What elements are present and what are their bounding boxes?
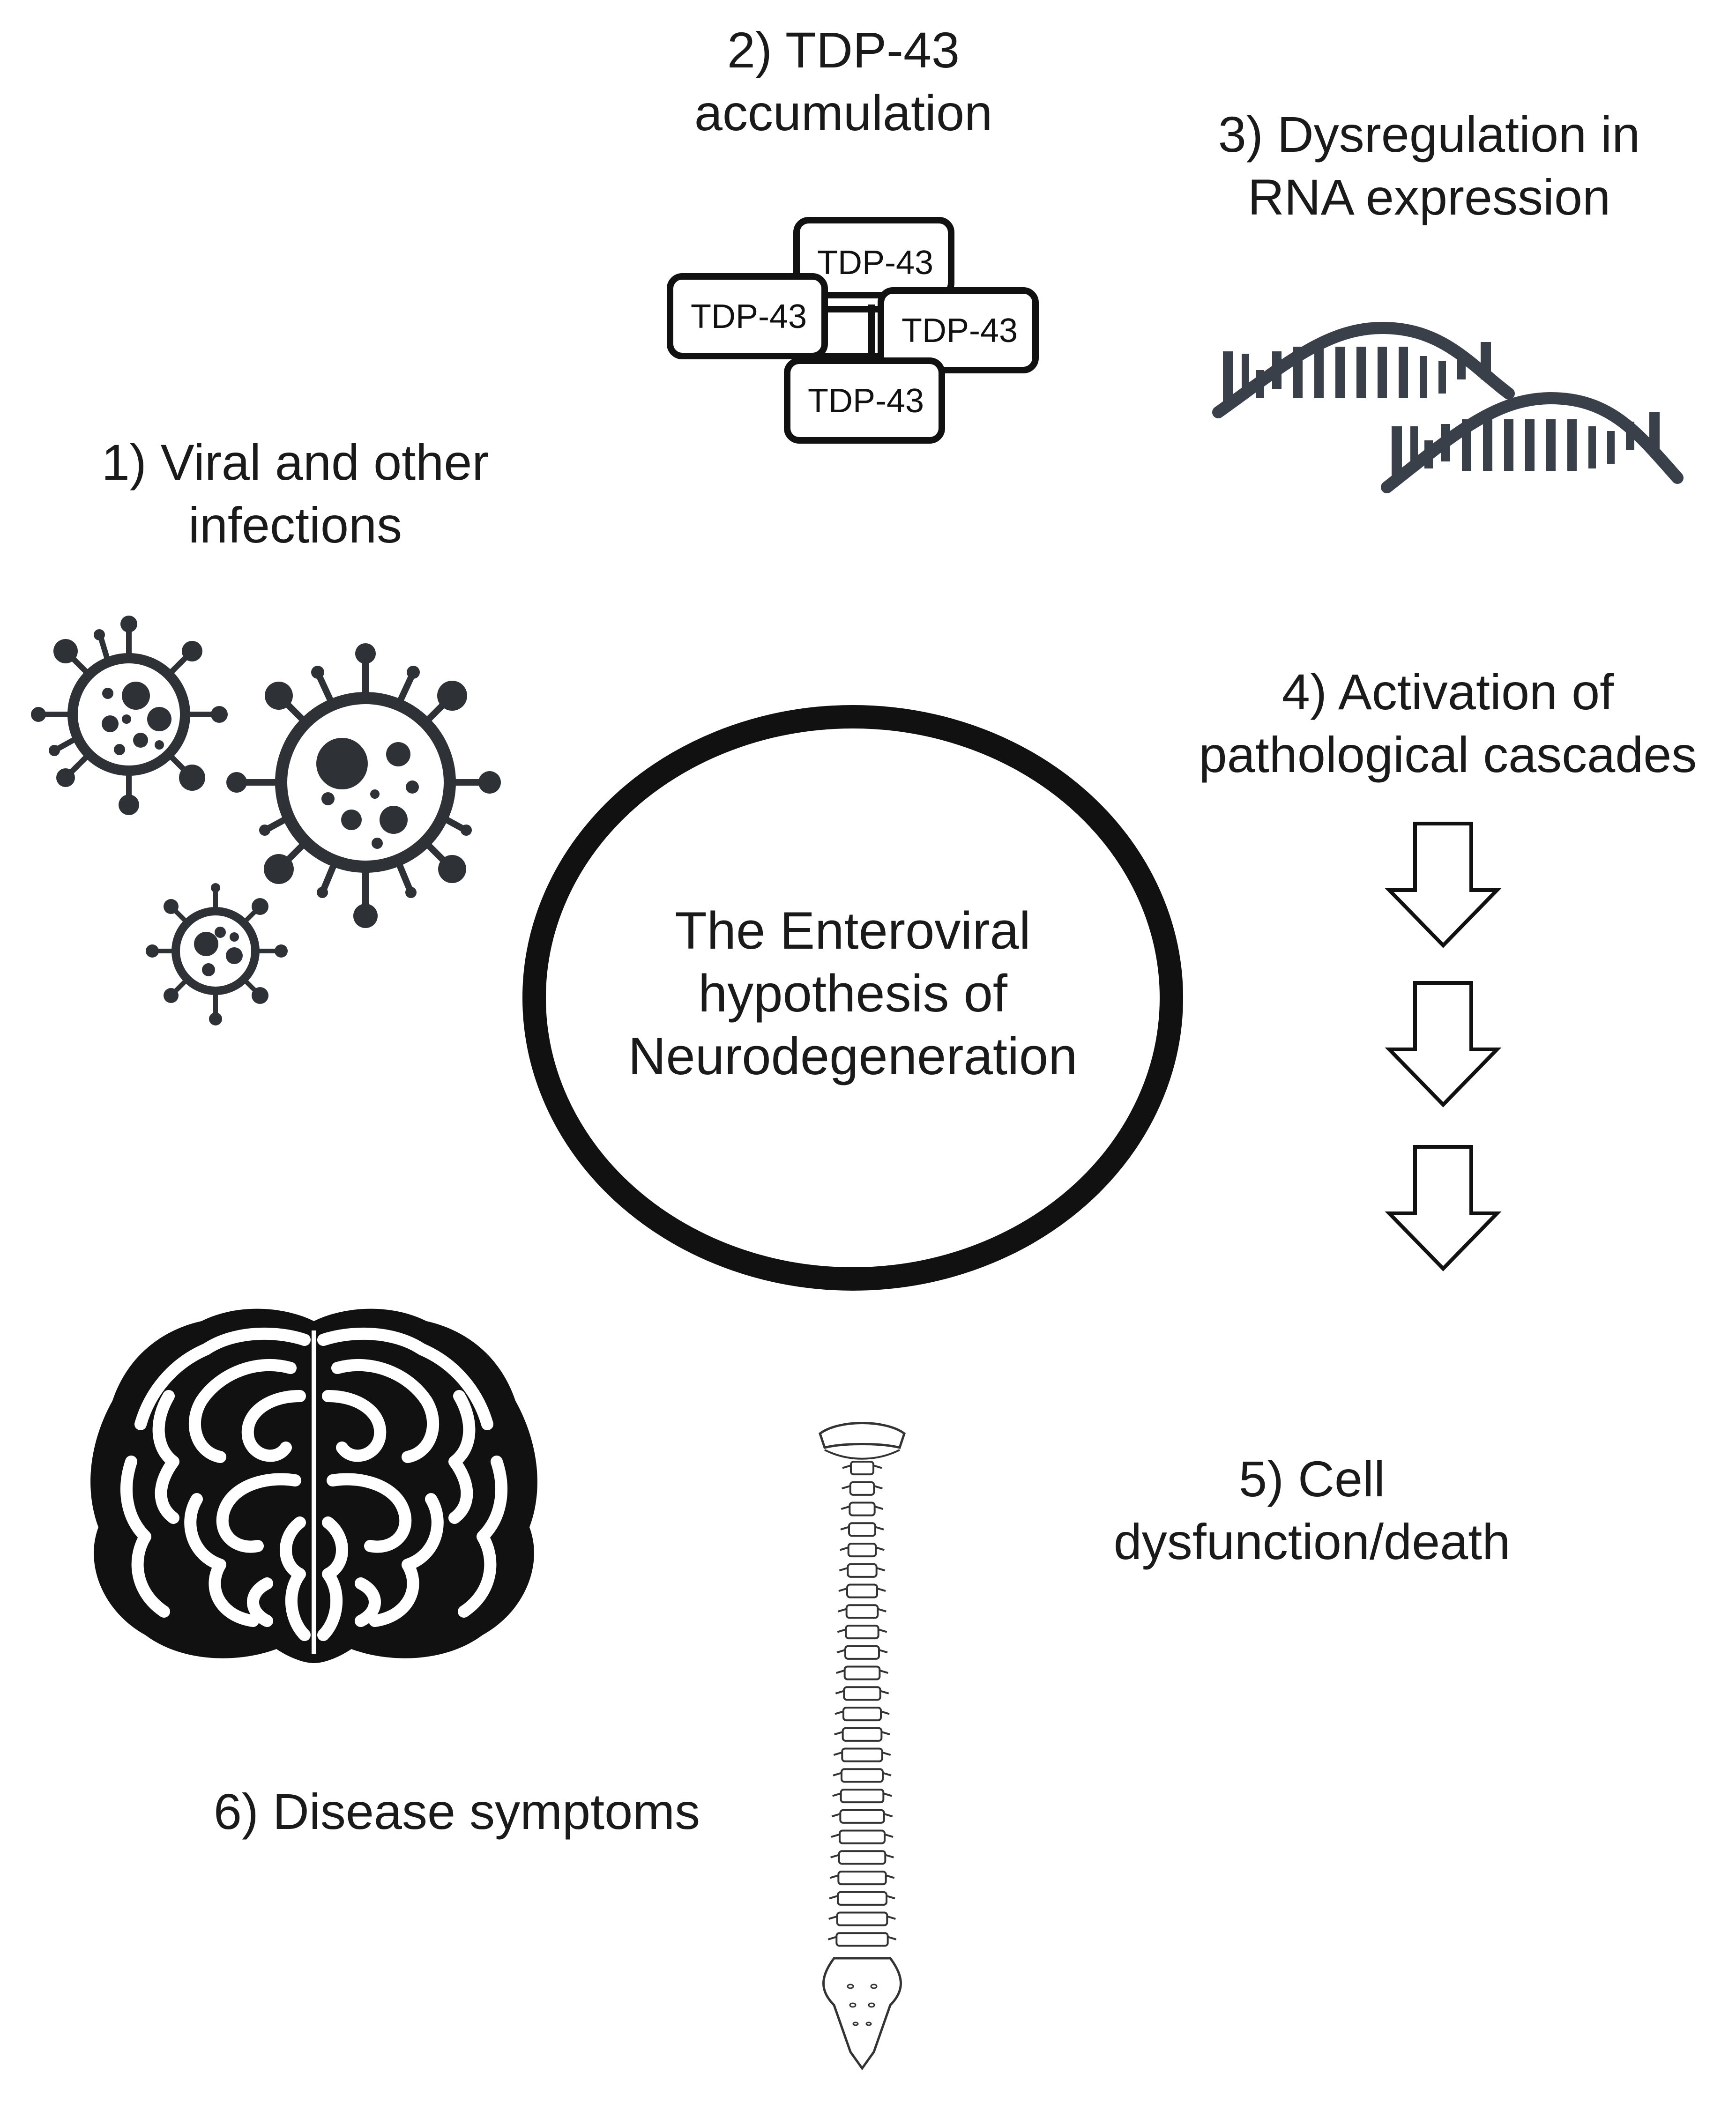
vertebra-process <box>840 1546 885 1551</box>
vertebra <box>845 1604 879 1619</box>
vertebra <box>846 1583 878 1598</box>
vertebra <box>843 1686 881 1701</box>
tdp43-box-top: TDP-43 <box>817 244 933 282</box>
vertebra-process <box>837 1628 887 1633</box>
center-ellipse <box>522 705 1183 1291</box>
virus-small-top-left <box>31 616 228 815</box>
vertebra-process <box>836 1649 888 1654</box>
vertebra <box>841 1768 884 1783</box>
vertebra <box>841 1747 883 1762</box>
vertebra <box>845 1625 879 1640</box>
rna-strand-icon <box>1212 321 1684 493</box>
vertebra <box>843 1665 881 1680</box>
vertebra-process <box>842 1485 883 1490</box>
vertebra <box>847 1563 878 1578</box>
vertebra <box>835 1932 889 1947</box>
tdp43-aggregate-icon: TDP-43 TDP-43 TDP-43 TDP-43 <box>667 217 1039 444</box>
vertebra-process <box>838 1587 886 1592</box>
vertebra <box>837 1891 887 1906</box>
down-arrow-icon-1 <box>1385 822 1502 948</box>
brain-folds <box>120 1327 507 1641</box>
down-arrow-icon-2 <box>1385 981 1502 1107</box>
vertebra-process <box>829 1895 895 1900</box>
vertebra <box>848 1522 876 1537</box>
vertebra-process <box>834 1731 890 1736</box>
spine-icon <box>819 1422 906 2071</box>
vertebra <box>849 1481 875 1496</box>
tdp43-box-bottom: TDP-43 <box>808 382 924 420</box>
tdp43-box-left: TDP-43 <box>691 298 807 335</box>
vertebra-process <box>838 1608 887 1613</box>
vertebra-process <box>831 1813 893 1818</box>
vertebra-process <box>833 1751 891 1756</box>
virus-icon <box>31 616 501 1025</box>
vertebra-process <box>828 1915 896 1920</box>
vertebra <box>842 1707 882 1722</box>
step-6-label: 6) Disease symptoms <box>213 1783 700 1840</box>
vertebra <box>837 1871 887 1886</box>
virus-large-right <box>226 643 501 928</box>
down-arrow-icon-3 <box>1385 1145 1502 1271</box>
vertebra-process <box>836 1669 888 1674</box>
brain-icon <box>90 1308 537 1663</box>
vertebra-process <box>840 1526 884 1531</box>
vertebra-process <box>835 1690 889 1694</box>
vertebra-process <box>833 1772 892 1776</box>
vertebra <box>839 1829 886 1844</box>
vertebra <box>839 1809 885 1824</box>
vertebra <box>838 1850 887 1865</box>
rna-base-pairs <box>1223 342 1660 478</box>
vertebra <box>842 1727 883 1742</box>
vertebra-process <box>831 1833 894 1838</box>
vertebra <box>849 1501 876 1516</box>
vertebra-process <box>834 1710 890 1715</box>
vertebra <box>836 1911 888 1926</box>
vertebra <box>847 1543 877 1558</box>
vertebra <box>844 1645 880 1660</box>
vertebra <box>850 1461 874 1476</box>
vertebra <box>840 1789 885 1804</box>
vertebra-process <box>839 1567 886 1572</box>
vertebra-process <box>829 1874 895 1879</box>
virus-small-bottom <box>146 883 288 1025</box>
tdp43-box-right: TDP-43 <box>902 312 1018 349</box>
vertebra-process <box>832 1792 892 1797</box>
vertebra-process <box>827 1936 897 1940</box>
vertebra-process <box>830 1854 894 1858</box>
spine-vertebrae <box>827 1461 897 1947</box>
vertebra-process <box>842 1464 882 1469</box>
vertebra-process <box>841 1505 884 1510</box>
center-title: The Enteroviral hypothesis of Neurodegen… <box>628 901 1078 1085</box>
